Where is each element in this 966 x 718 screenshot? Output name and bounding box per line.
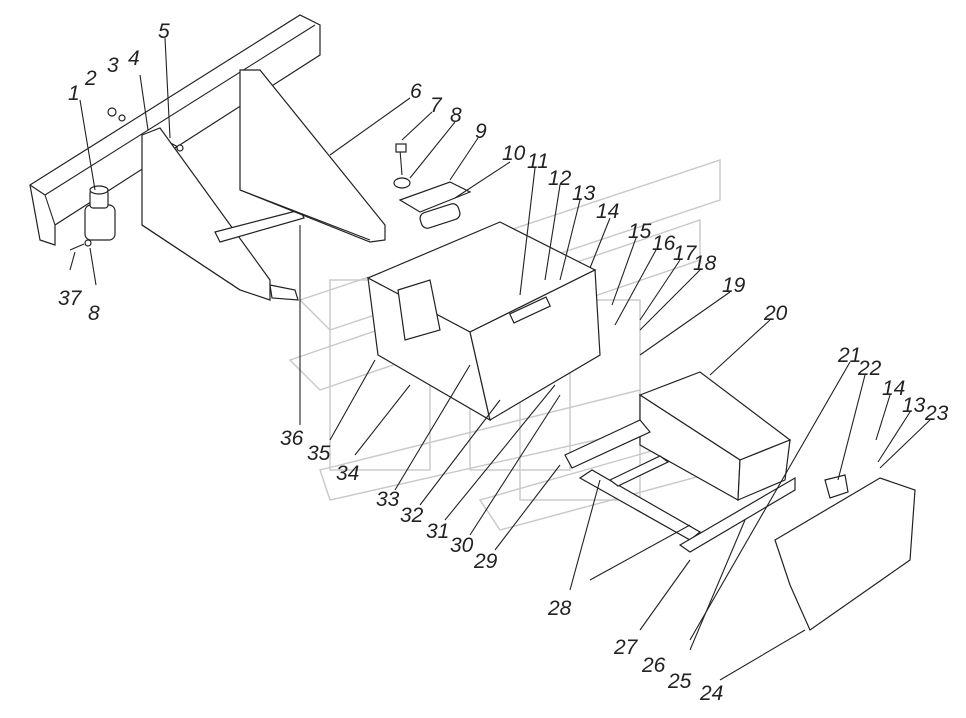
callout-25: 25 [667,670,692,693]
callout-31: 31 [426,520,449,543]
callout-13: 13 [572,182,596,205]
top-fittings [393,143,472,229]
part-6-bracket [239,69,386,243]
callout-16: 16 [652,232,676,255]
callout-33: 33 [376,488,400,511]
callout-8b: 8 [88,302,100,325]
callout-4: 4 [128,47,140,70]
callout-37: 37 [58,287,83,310]
callout-22: 22 [857,357,882,380]
callout-34: 34 [336,462,359,485]
callout-26: 26 [641,654,666,677]
callout-27: 27 [613,636,639,659]
callout-8: 8 [450,104,462,127]
part-4-bracket [141,127,305,301]
callout-23: 23 [924,402,949,425]
callout-14: 14 [596,200,619,223]
callout-5: 5 [158,20,170,43]
callout-11: 11 [527,150,549,173]
small-fasteners [69,107,184,251]
callout-20: 20 [763,302,788,325]
battery-box [366,221,601,422]
callout-19: 19 [722,274,746,297]
part-24-cover [774,474,916,631]
callout-labels: 1 2 3 4 5 6 7 8 9 10 11 12 13 14 15 16 1… [58,20,949,705]
callout-9: 9 [475,120,487,143]
callout-35: 35 [307,442,331,465]
battery-pack [638,371,792,501]
callout-29: 29 [473,550,498,573]
callout-6: 6 [410,80,422,103]
callout-15: 15 [628,220,652,243]
callout-2: 2 [84,67,97,90]
callout-1: 1 [68,82,80,105]
callout-21: 21 [837,344,861,367]
callout-24: 24 [699,682,723,705]
callout-30: 30 [450,534,474,557]
callout-36: 36 [280,427,304,450]
callout-28: 28 [547,597,572,620]
callout-18: 18 [693,252,717,275]
callout-32: 32 [400,504,424,527]
callout-3: 3 [107,54,119,77]
leader-lines [69,37,931,681]
callout-17: 17 [673,242,698,265]
callout-14b: 14 [882,377,905,400]
callout-7: 7 [430,94,443,117]
callout-13b: 13 [902,394,926,417]
callout-10: 10 [502,142,526,165]
wooden-base-frame [564,419,796,553]
part-1-connector [84,185,116,241]
callout-12: 12 [548,167,572,190]
